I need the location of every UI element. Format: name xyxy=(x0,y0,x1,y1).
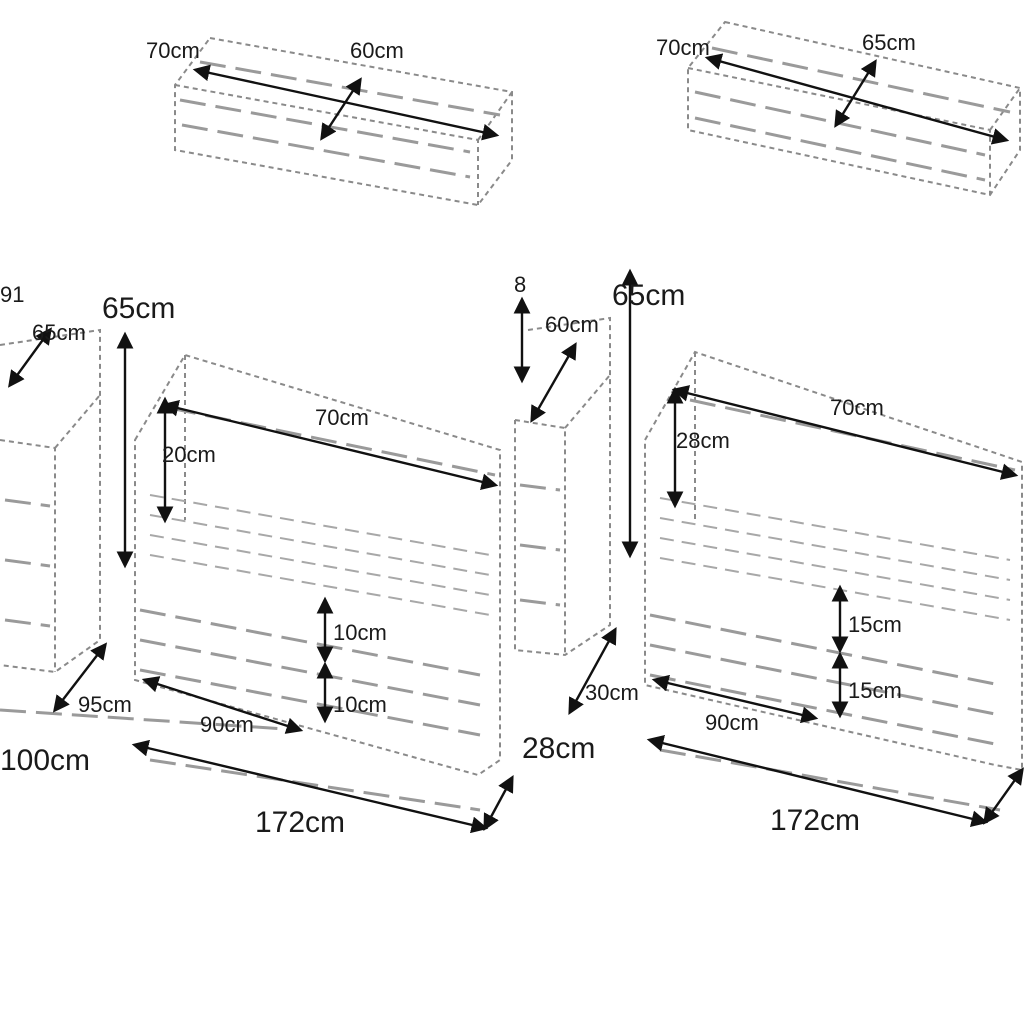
dim-arrow-depth xyxy=(320,77,362,141)
label-tower-height: 65cm xyxy=(612,279,685,312)
dim-arrow-total-length xyxy=(131,739,489,834)
label-inner-length: 90cm xyxy=(200,712,254,737)
dim-arrow-base-depth xyxy=(52,642,108,713)
label-corner: 91 xyxy=(0,282,24,307)
panel-top-left: 70cm 60cm xyxy=(146,36,513,207)
label-side-depth: 65cm xyxy=(32,320,86,345)
dim-arrow-rail-length xyxy=(161,400,499,490)
label-drawer-1: 10cm xyxy=(333,620,387,645)
label-total-length: 172cm xyxy=(770,804,860,837)
dim-arrow-side-depth xyxy=(8,327,52,388)
dim-arrow-end xyxy=(983,767,1024,825)
label-end-height: 28cm xyxy=(522,732,595,765)
bed-right: 8 65cm 60cm 70cm 28cm 15cm 15cm 30cm 90c… xyxy=(513,268,1024,837)
label-rail-height: 20cm xyxy=(162,442,216,467)
label-base-depth: 30cm xyxy=(585,680,639,705)
label-total-length: 172cm xyxy=(255,806,345,839)
label-drawer-2: 10cm xyxy=(333,692,387,717)
bed-left: 91 65cm 65cm 70cm 20cm 10cm 10cm 95cm 90… xyxy=(0,282,595,839)
label-base-depth: 95cm xyxy=(78,692,132,717)
panel-top-right: 70cm 65cm xyxy=(656,20,1021,197)
dim-arrow-rail-length xyxy=(671,385,1019,480)
label-side: 100cm xyxy=(0,744,90,777)
label-drawer-1: 15cm xyxy=(848,612,902,637)
label-length: 70cm xyxy=(146,38,200,63)
dim-arrow-inner-length xyxy=(141,676,304,734)
dim-arrow-end xyxy=(483,775,514,831)
dim-arrow-total-length xyxy=(646,735,989,827)
label-drawer-2: 15cm xyxy=(848,678,902,703)
label-inner-length: 90cm xyxy=(705,710,759,735)
label-corner: 8 xyxy=(514,272,526,297)
label-length: 70cm xyxy=(656,35,710,60)
label-tower-height: 65cm xyxy=(102,292,175,325)
label-depth: 65cm xyxy=(862,30,916,55)
label-depth: 60cm xyxy=(350,38,404,63)
dim-arrow-inner-length xyxy=(651,674,819,724)
label-rail-length: 70cm xyxy=(315,405,369,430)
dim-arrow-side-depth xyxy=(530,342,577,423)
label-rail-height: 28cm xyxy=(676,428,730,453)
label-side-depth: 60cm xyxy=(545,312,599,337)
dim-arrow-base-depth xyxy=(568,627,617,715)
label-rail-length: 70cm xyxy=(830,395,884,420)
dim-arrow-depth xyxy=(834,59,877,128)
